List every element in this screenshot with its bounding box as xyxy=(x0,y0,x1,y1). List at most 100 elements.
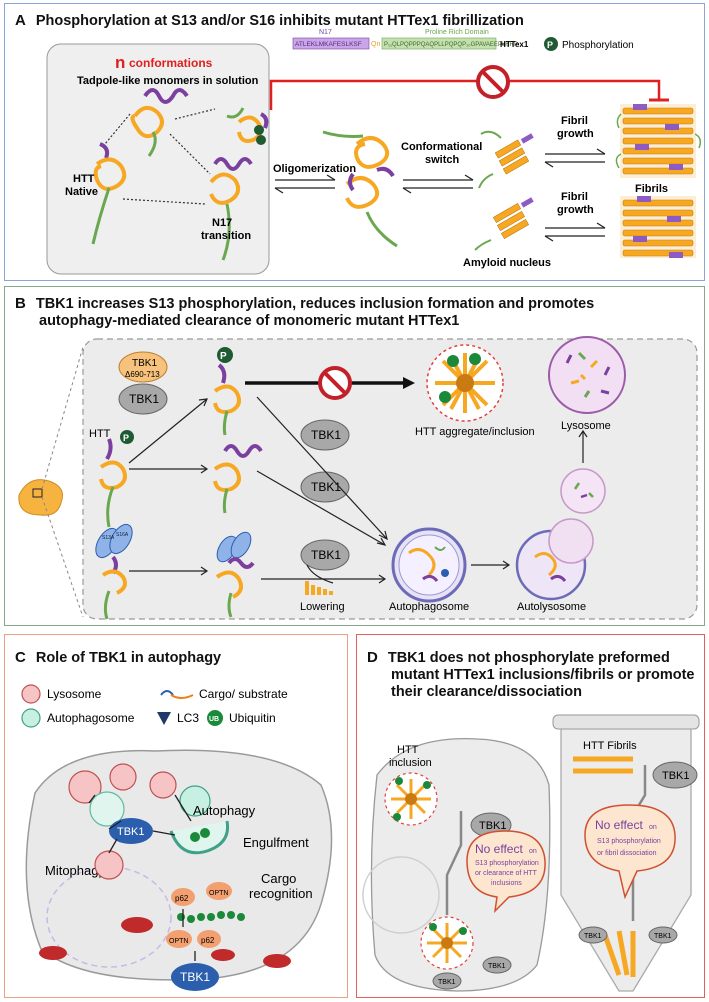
panel-a-diagram: n conformations Tadpole-like monomers in… xyxy=(46,29,702,275)
legend-lysosome-icon xyxy=(21,684,41,704)
optn-c-mid-label: OPTN xyxy=(209,890,228,897)
legend-lc3-icon xyxy=(157,712,171,725)
lowering-bars-icon xyxy=(305,564,334,595)
legend-autophagosome-icon xyxy=(21,708,41,728)
mitochondrion-mitophagy xyxy=(121,917,153,933)
p-badge-left xyxy=(120,430,134,444)
p62-c-mid xyxy=(171,888,195,906)
oligomerization-label: Oligomerization xyxy=(273,163,356,175)
legend-cargo-label: Cargo/ substrate xyxy=(199,687,288,701)
tbk1-c-bottom xyxy=(171,963,219,991)
tadpole-label: Tadpole-like monomers in solution xyxy=(77,75,259,87)
arrows-to-autophagosome xyxy=(256,396,388,584)
lowering-label: Lowering xyxy=(300,601,345,613)
htt-fibrils-label: HTT Fibrils xyxy=(583,740,637,752)
n17-seq-bar xyxy=(292,37,370,50)
autophagosome-c-1 xyxy=(89,791,125,827)
tbk1-c-mid xyxy=(109,818,153,844)
tbk1-d-right-small1 xyxy=(578,926,608,944)
p62-c-mid-label: p62 xyxy=(175,894,189,903)
inclusion-bottom xyxy=(420,916,474,970)
mitochondrion-2 xyxy=(211,949,235,961)
row-arrows-left xyxy=(128,398,209,576)
prd-seq-bar xyxy=(381,37,497,50)
lysosome-c-3 xyxy=(149,771,177,799)
monomer-native xyxy=(91,142,127,245)
panel-c: C Role of TBK1 in autophagy Lysosome Auto… xyxy=(4,634,348,998)
p62-c-bottom-label: p62 xyxy=(201,936,215,945)
arrow-head-autolysosome xyxy=(502,560,511,570)
mitophagy-label: Mitophagy xyxy=(45,863,105,878)
panel-b-diagram: TBK1 Δ690-713 TBK1 HTT P S13A S16A xyxy=(18,336,698,620)
panel-b-title-line1: TBK1 increases S13 phosphorylation, redu… xyxy=(35,296,595,312)
inhibit-icon-b xyxy=(318,366,352,400)
legend-lysosome-label: Lysosome xyxy=(47,687,102,701)
lysosome-c-1 xyxy=(68,770,102,804)
equilibrium-arrows xyxy=(104,108,216,205)
autophagosome xyxy=(391,527,467,603)
legend-autophagosome-label: Autophagosome xyxy=(47,711,135,725)
n-conformations-label: conformations xyxy=(129,56,213,70)
no-effect-bubble-right xyxy=(584,804,676,900)
optn-c-mid xyxy=(206,882,232,900)
htt-aggregate xyxy=(426,344,504,422)
tbk1-d-right-small2-label: TBK1 xyxy=(654,933,672,940)
ub-icon xyxy=(469,353,481,365)
mitophagy-lysosome xyxy=(94,850,124,880)
amyloid-nucleus-top xyxy=(478,130,534,189)
htt-monomer-phosphorylated xyxy=(213,363,241,436)
optn-c-bottom-label: OPTN xyxy=(169,938,188,945)
no-effect-left-3: or clearance of HTT xyxy=(475,870,538,877)
tbk1-label-main: TBK1 xyxy=(129,392,159,406)
s13a-s16a-monomer-middle xyxy=(215,531,255,618)
tbk1-ellipse-row1 xyxy=(300,419,350,451)
legend-ubiquitin-icon xyxy=(207,710,223,726)
monomer-n17-transition xyxy=(209,157,253,261)
inclusion-top xyxy=(384,772,438,826)
legend-ubiquitin-label: Ubiquitin xyxy=(229,711,276,725)
panel-c-letter: C xyxy=(15,649,26,666)
lysosome-c-2 xyxy=(109,763,137,791)
prd-label: Proline Rich Domain xyxy=(425,29,489,36)
htt-monomer-left xyxy=(99,438,127,528)
autophagy-label: Autophagy xyxy=(193,803,256,818)
tbk1-mutant-label: TBK1 xyxy=(132,358,157,369)
oligomer xyxy=(322,130,398,248)
tbk1-label-row1: TBK1 xyxy=(311,428,341,442)
legend-lc3-label: LC3 xyxy=(177,711,199,725)
no-effect-left: No effect xyxy=(475,842,523,856)
tbk1-ellipse-row3 xyxy=(300,539,350,571)
native-state-box xyxy=(46,43,270,275)
tbk1-label-row2: TBK1 xyxy=(311,480,341,494)
tbk1-mutant-delta: Δ690-713 xyxy=(125,370,160,379)
panel-c-title-text: Role of TBK1 in autophagy xyxy=(35,650,222,666)
autophagosome-label: Autophagosome xyxy=(389,601,469,613)
no-effect-left-4: inclusions xyxy=(491,880,522,887)
fibril-growth-arrow-top xyxy=(544,148,606,168)
tbk1-d-right-small1-label: TBK1 xyxy=(584,933,602,940)
arrow-head-lysosome xyxy=(578,429,588,438)
phospho-legend-icon xyxy=(544,37,558,51)
tbk1-c-mid-label: TBK1 xyxy=(117,826,145,838)
panel-a-letter: A xyxy=(15,12,26,29)
tbk1-d-right-small2 xyxy=(648,926,678,944)
phospho-legend-label: Phosphorylation xyxy=(562,40,634,51)
arrow-inclusion xyxy=(445,811,463,915)
httex1-label: HTTex1 xyxy=(500,40,529,49)
mitochondrion-1 xyxy=(39,946,67,960)
tbk1-d-left-small2 xyxy=(432,972,462,990)
inclusion-cell-nucleus xyxy=(362,856,440,934)
no-effect-right-on: on xyxy=(649,824,657,831)
p-badge-top-text: P xyxy=(220,351,227,362)
fibrils-in-tube xyxy=(573,756,636,977)
panel-d-title-line2: mutant HTTex1 inclusions/fibrils or prom… xyxy=(391,667,695,683)
vesicle xyxy=(560,468,606,514)
no-effect-left-on: on xyxy=(529,848,537,855)
